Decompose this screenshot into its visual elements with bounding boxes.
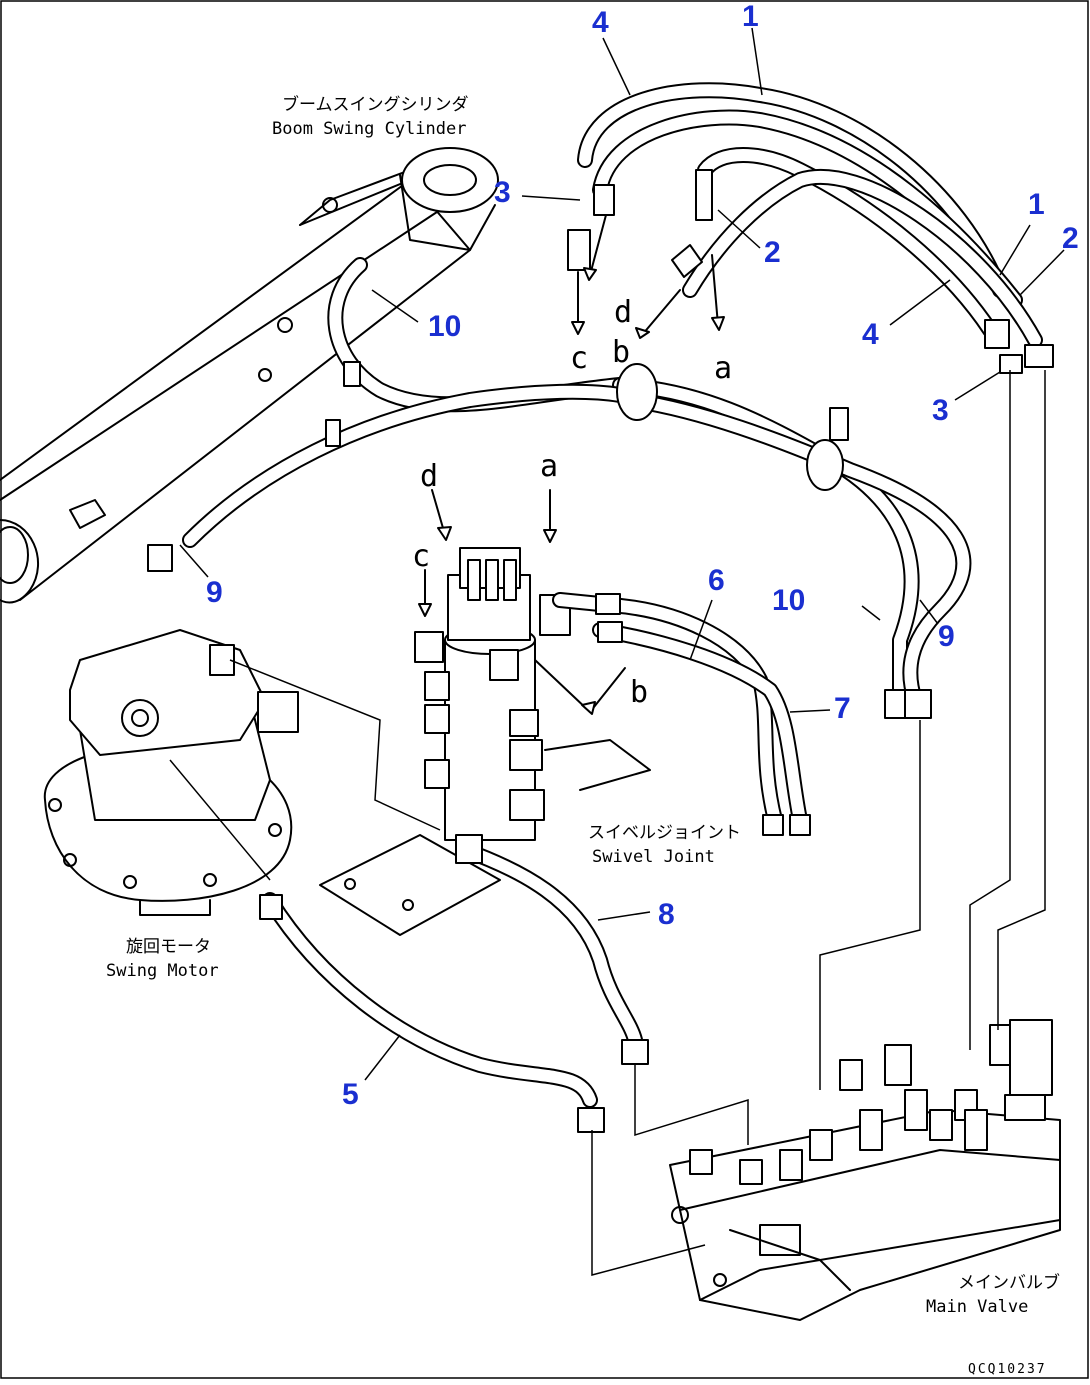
callout-10-upper: 10 [428, 310, 461, 343]
swivel-joint-caption-jp: スイベルジョイント [588, 823, 741, 843]
main-valve-caption-en: Main Valve [926, 1297, 1028, 1317]
main-valve-caption-jp: メインバルブ [958, 1272, 1060, 1293]
port-letter-c-upper: c [570, 341, 588, 376]
callout-7: 7 [834, 692, 851, 725]
port-letter-d-upper: d [614, 295, 632, 330]
port-letter-a-swivel: a [540, 449, 558, 484]
main-valve [669, 1019, 1061, 1321]
swivel-joint-caption-en: Swivel Joint [592, 847, 715, 867]
callout-1-top: 1 [742, 0, 759, 33]
swing-motor-caption-en: Swing Motor [106, 961, 219, 981]
callout-6: 6 [708, 564, 725, 597]
callout-10-lower: 10 [772, 584, 805, 617]
boom-cylinder-caption-en: Boom Swing Cylinder [272, 119, 466, 139]
swivel-joint [319, 547, 651, 936]
callout-5: 5 [342, 1078, 359, 1111]
hose-5 [259, 892, 605, 1133]
port-letter-d-swivel: d [420, 459, 438, 494]
upper-hose-bundle [567, 82, 1054, 374]
swing-motor-caption-jp: 旋回モータ [126, 937, 211, 957]
callout-2-right: 2 [1062, 222, 1079, 255]
hose-8 [455, 834, 649, 1065]
callout-1-right: 1 [1028, 188, 1045, 221]
callout-4-right: 4 [862, 318, 879, 351]
port-letter-a-upper: a [714, 351, 732, 386]
middle-hose-bundle [147, 257, 972, 719]
callout-2-left: 2 [764, 236, 781, 269]
port-letter-c-swivel: c [412, 539, 430, 574]
callout-3-right: 3 [932, 394, 949, 427]
port-letter-b-upper: b [612, 335, 630, 370]
hoses-6-7 [552, 592, 811, 836]
callout-4-top: 4 [592, 6, 609, 39]
callout-9-left: 9 [206, 576, 223, 609]
callout-8: 8 [658, 898, 675, 931]
callout-3-left: 3 [494, 176, 511, 209]
port-letter-b-swivel: b [630, 675, 648, 710]
boom-cylinder-caption-jp: ブームスイングシリンダ [282, 94, 469, 115]
swing-motor [43, 629, 299, 916]
callout-9-right: 9 [938, 620, 955, 653]
document-code: QCQ10237 [968, 1362, 1047, 1377]
routing-lines [169, 27, 1065, 1276]
boom-swing-cylinder [0, 147, 499, 604]
